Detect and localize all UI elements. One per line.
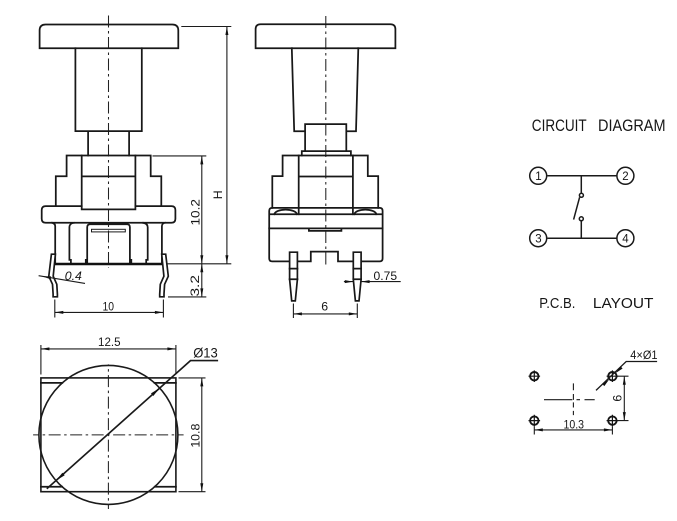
svg-text:10.8: 10.8 xyxy=(188,424,202,448)
svg-text:P.C.B.: P.C.B. xyxy=(539,295,575,312)
svg-text:4×Ø1: 4×Ø1 xyxy=(630,348,658,362)
svg-text:H: H xyxy=(211,190,225,199)
svg-text:6: 6 xyxy=(611,395,625,402)
svg-text:CIRCUIT: CIRCUIT xyxy=(532,117,587,135)
svg-text:1: 1 xyxy=(535,171,541,183)
svg-text:3: 3 xyxy=(535,233,541,245)
svg-text:10.3: 10.3 xyxy=(564,417,585,431)
svg-text:0.75: 0.75 xyxy=(374,269,398,283)
svg-text:LAYOUT: LAYOUT xyxy=(593,295,654,312)
svg-text:Ø13: Ø13 xyxy=(193,346,218,361)
svg-text:4: 4 xyxy=(622,233,629,245)
svg-text:10: 10 xyxy=(103,299,115,313)
svg-text:6: 6 xyxy=(321,300,328,314)
svg-text:DIAGRAM: DIAGRAM xyxy=(598,117,666,135)
svg-text:3.2: 3.2 xyxy=(188,275,202,297)
svg-text:2: 2 xyxy=(622,171,628,183)
svg-text:12.5: 12.5 xyxy=(98,335,121,349)
svg-text:10.2: 10.2 xyxy=(188,199,202,226)
svg-text:0.4: 0.4 xyxy=(65,269,82,283)
